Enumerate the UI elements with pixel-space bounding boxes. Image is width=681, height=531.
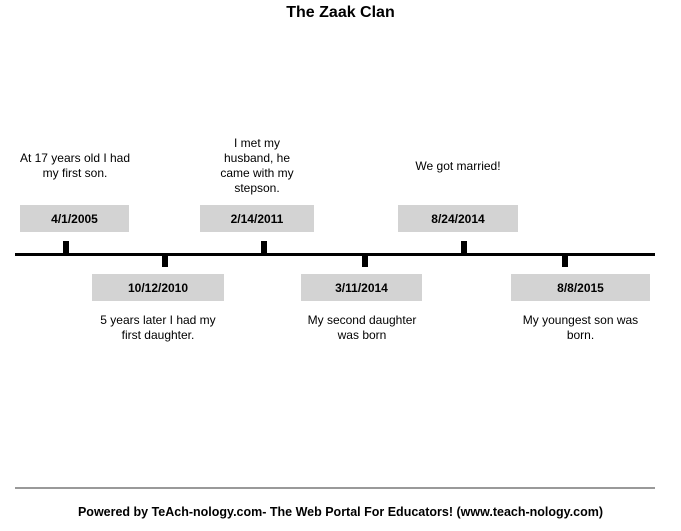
timeline-tick [461, 241, 467, 254]
timeline-tick [562, 254, 568, 267]
event-date-box: 8/24/2014 [398, 205, 518, 232]
event-date-box: 3/11/2014 [301, 274, 422, 301]
event-description: At 17 years old I had my first son. [19, 151, 131, 180]
event-description: 5 years later I had my first daughter. [100, 313, 216, 342]
timeline-tick [63, 241, 69, 254]
event-description: We got married! [415, 159, 501, 173]
event-date-box: 8/8/2015 [511, 274, 650, 301]
timeline-tick [261, 241, 267, 254]
event-date-box: 4/1/2005 [20, 205, 129, 232]
event-date-box: 10/12/2010 [92, 274, 224, 301]
event-description: My second daughter was born [307, 313, 417, 342]
footer-credit: Powered by TeAch-nology.com- The Web Por… [77, 505, 604, 519]
timeline-axis [15, 253, 655, 256]
timeline-tick [362, 254, 368, 267]
timeline-title: The Zaak Clan [286, 4, 395, 21]
footer-divider [15, 487, 655, 489]
event-description: I met my husband, he came with my stepso… [220, 136, 294, 195]
event-date-box: 2/14/2011 [200, 205, 314, 232]
event-description: My youngest son was born. [522, 313, 639, 342]
timeline-tick [162, 254, 168, 267]
